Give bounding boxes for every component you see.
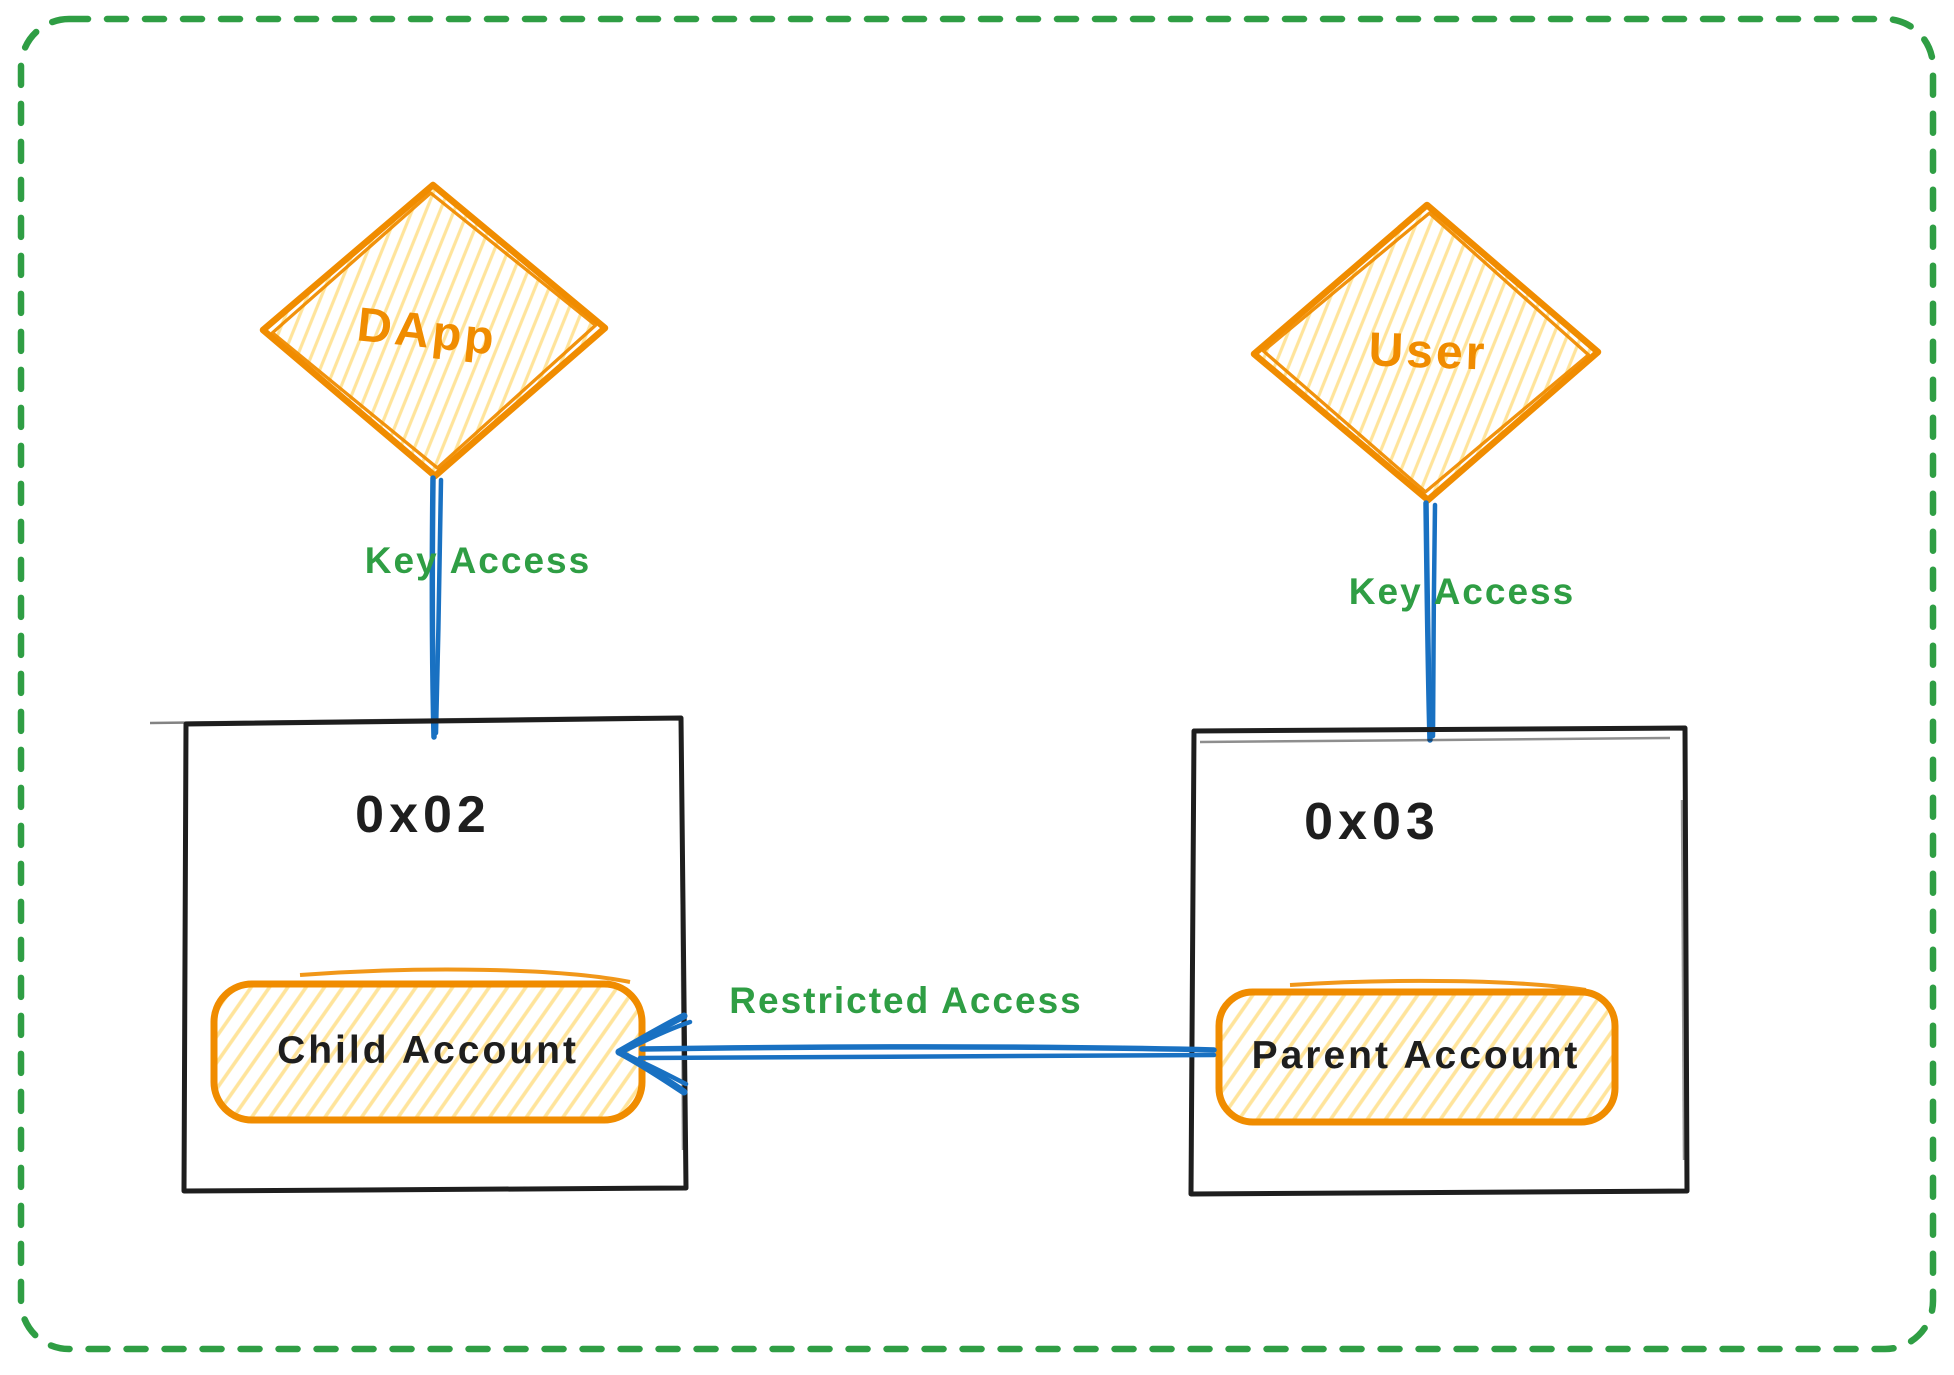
canvas-dashed-border: [17, 15, 1937, 1353]
key-access-label-right: Key Access: [1348, 571, 1576, 612]
account-0x03-label: 0x03: [1304, 793, 1440, 851]
parent-account-pill: [1215, 978, 1619, 1126]
connector-dapp-to-0x02: [429, 475, 444, 740]
key-access-label-left: Key Access: [364, 540, 592, 581]
restricted-access-arrow: [615, 1012, 1217, 1096]
restricted-access-label: Restricted Access: [729, 980, 1083, 1021]
child-account-label: Child Account: [277, 1029, 579, 1072]
user-diamond: [1250, 201, 1602, 504]
user-label: User: [1367, 323, 1489, 381]
account-box-0x03: [1188, 725, 1690, 1197]
account-box-0x02: [149, 715, 689, 1194]
account-0x02-label: 0x02: [355, 786, 491, 844]
parent-account-label: Parent Account: [1251, 1034, 1581, 1077]
connector-user-to-0x03: [1423, 500, 1438, 743]
dapp-diamond: [259, 181, 609, 480]
child-account-pill: [210, 967, 646, 1124]
